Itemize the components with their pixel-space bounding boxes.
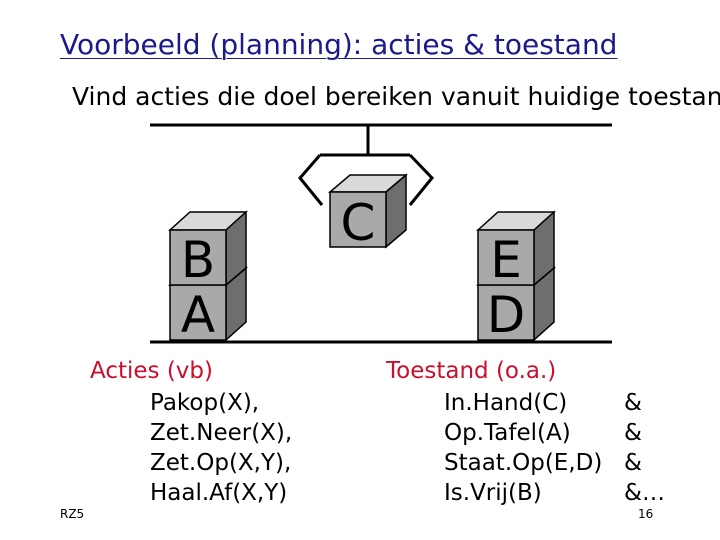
toestand-item: In.Hand(C) (444, 390, 568, 416)
block-b: B (168, 210, 248, 289)
acties-list: Pakop(X), Zet.Neer(X), Zet.Op(X,Y), Haal… (150, 388, 292, 508)
toestand-item: Is.Vrij(B) (444, 480, 542, 506)
gripper-left (298, 154, 324, 206)
actie-item: Pakop(X), (150, 390, 260, 416)
block-a-label: A (181, 286, 215, 344)
connector-and: & (624, 480, 642, 506)
block-b-label: B (181, 231, 215, 289)
footer-label: RZ5 (60, 507, 85, 521)
page-title: Voorbeeld (planning): acties & toestand (60, 28, 618, 61)
page-number: 16 (638, 507, 654, 521)
actie-item: Zet.Neer(X), (150, 420, 293, 446)
block-e-label: E (490, 231, 522, 289)
toestand-heading: Toestand (o.a.) (386, 358, 557, 384)
connector-and: & (624, 420, 642, 446)
toestand-list: In.Hand(C) Op.Tafel(A) Staat.Op(E,D) Is.… (444, 388, 602, 508)
ellipsis: … (642, 480, 665, 506)
block-d-label: D (487, 286, 526, 344)
actie-item: Haal.Af(X,Y) (150, 480, 288, 506)
block-d: D (475, 266, 557, 344)
connector-and: & (624, 450, 642, 476)
block-c: C (327, 173, 409, 252)
acties-heading: Acties (vb) (90, 358, 213, 384)
block-c-label: C (341, 194, 376, 252)
connector-list: & & & &… (624, 388, 665, 508)
subtitle: Vind acties die doel bereiken vanuit hui… (72, 82, 720, 111)
connector-and: & (624, 390, 642, 416)
block-e: E (476, 210, 556, 289)
toestand-item: Op.Tafel(A) (444, 420, 571, 446)
toestand-item: Staat.Op(E,D) (444, 450, 603, 476)
gripper-right (408, 153, 434, 206)
actie-item: Zet.Op(X,Y), (150, 450, 292, 476)
